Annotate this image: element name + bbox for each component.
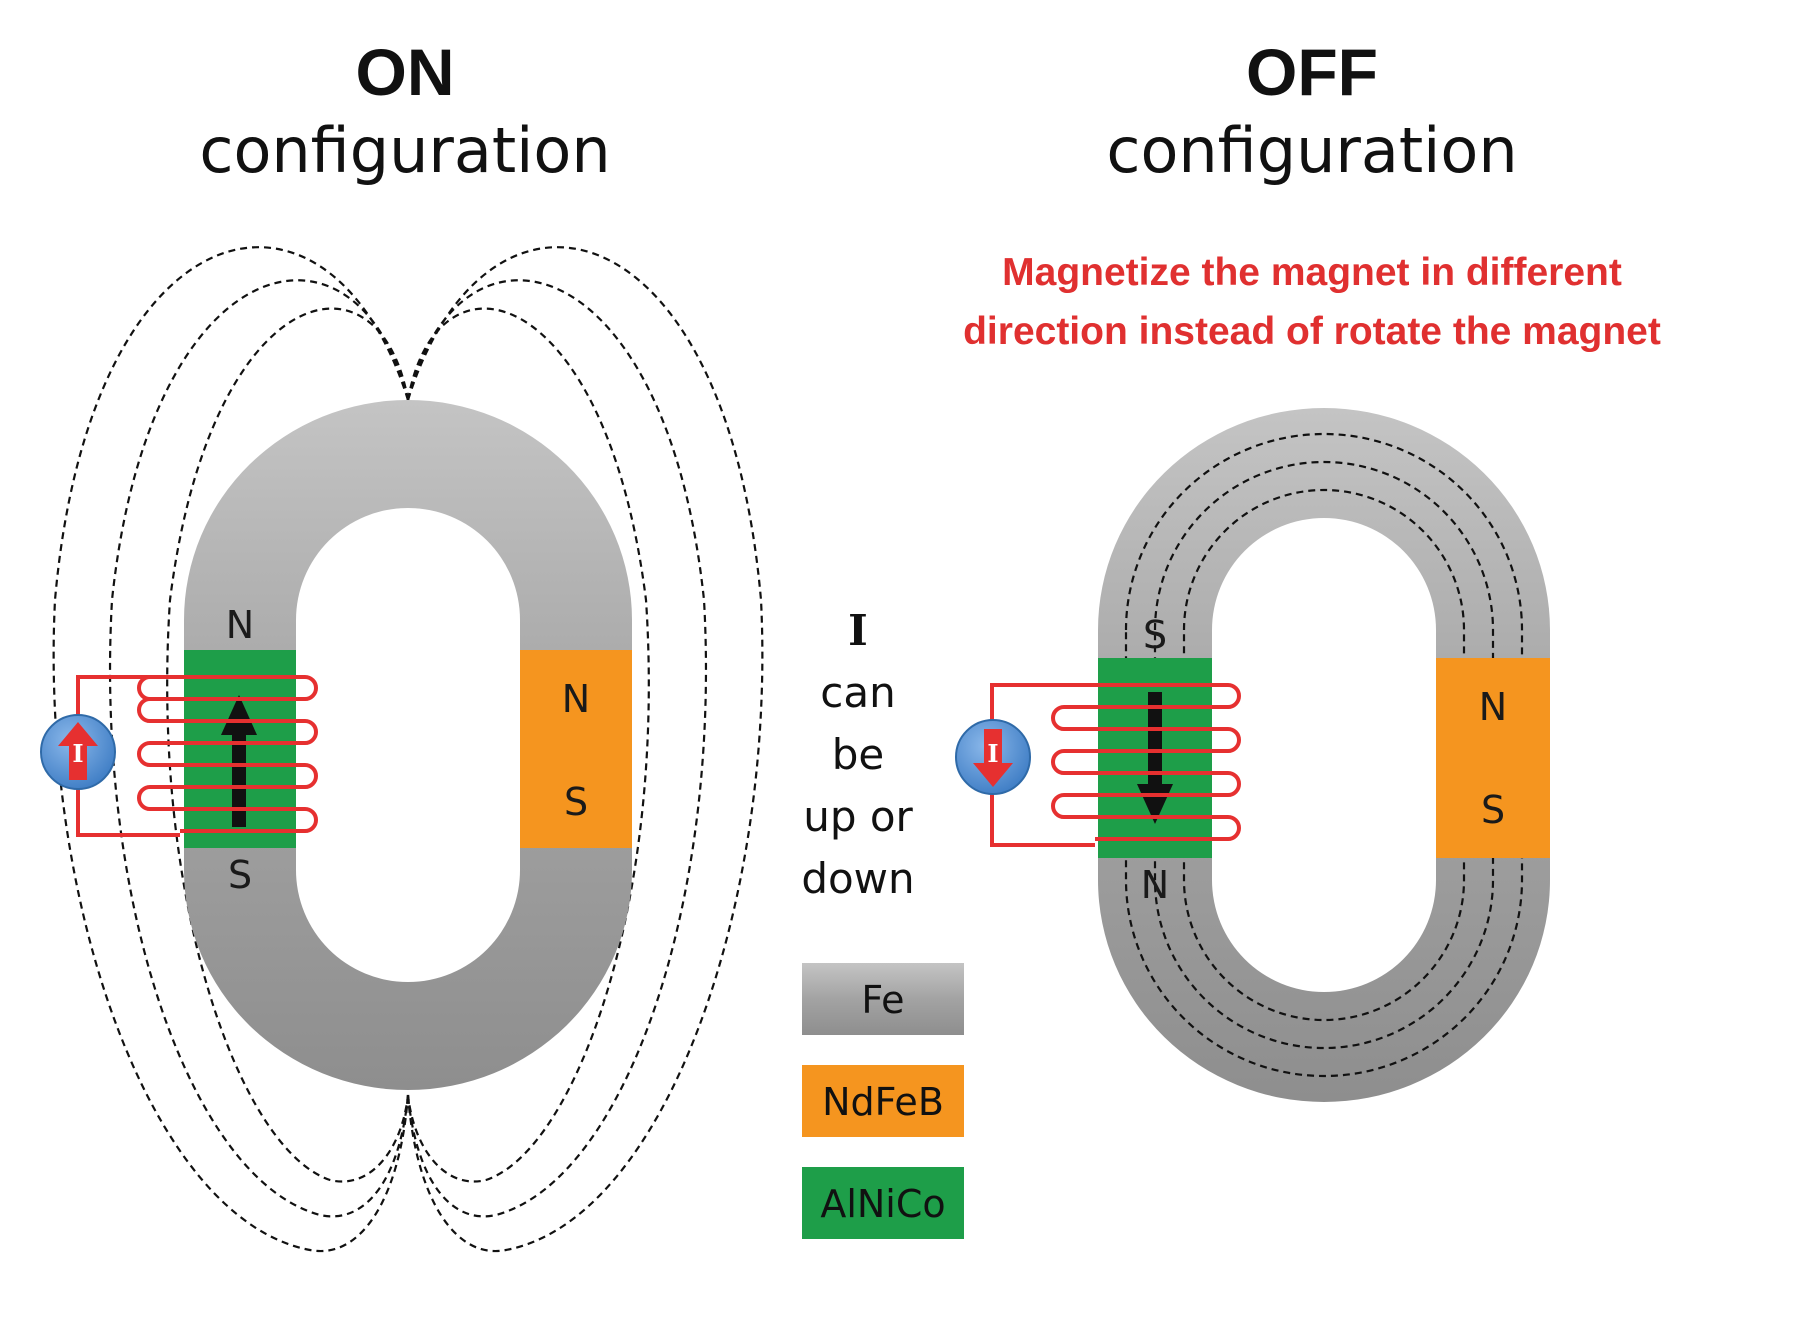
on-field-lines — [52, 246, 764, 1253]
off-current-down-arrow-icon — [973, 729, 1013, 787]
off-note-line-1: Magnetize the magnet in different — [1002, 251, 1622, 294]
on-current-source: I — [40, 714, 116, 790]
current-note-line-4: up or — [803, 792, 913, 841]
on-ndfeb-south-label: S — [564, 780, 588, 824]
legend-label-ndfeb: NdFeB — [822, 1080, 944, 1124]
off-ndfeb-north-label: N — [1479, 685, 1507, 729]
on-title: ON — [356, 35, 455, 109]
on-current-label: I — [72, 739, 83, 768]
current-note-line-3: be — [832, 730, 885, 779]
legend-label-fe: Fe — [861, 978, 904, 1022]
legend-swatch-alnico — [802, 1167, 964, 1239]
off-subtitle: configuration — [1106, 114, 1517, 187]
legend-label-alnico: AlNiCo — [820, 1182, 945, 1226]
on-configuration: N S N S I — [40, 246, 764, 1253]
off-alnico-bottom-pole-label: N — [1141, 863, 1169, 907]
off-current-source: I — [955, 719, 1031, 795]
current-direction-note: I can be up or down — [801, 606, 914, 903]
current-note-line-2: can — [820, 668, 895, 717]
off-iron-yoke — [1098, 408, 1550, 1102]
current-note-line-5: down — [801, 854, 914, 903]
on-ndfeb-magnet — [520, 650, 632, 848]
on-alnico-bottom-pole-label: S — [228, 853, 252, 897]
off-title: OFF — [1246, 35, 1378, 109]
legend: Fe NdFeB AlNiCo — [802, 963, 964, 1239]
legend-swatch-fe — [802, 963, 964, 1035]
on-magnetization-arrow-up-icon — [221, 695, 257, 827]
legend-swatch-ndfeb — [802, 1065, 964, 1137]
off-internal-flux-lines — [1124, 432, 1524, 1078]
on-iron-yoke — [184, 400, 632, 1090]
off-ndfeb-magnet — [1436, 658, 1550, 858]
on-ndfeb-north-label: N — [562, 677, 590, 721]
on-subtitle: configuration — [199, 114, 610, 187]
on-current-up-arrow-icon — [58, 722, 98, 780]
off-note-line-2: direction instead of rotate the magnet — [963, 310, 1661, 353]
off-configuration: N S S N I — [955, 408, 1550, 1102]
on-alnico-top-pole-label: N — [226, 603, 254, 647]
current-note-line-1: I — [848, 606, 868, 655]
off-current-label: I — [987, 739, 998, 768]
off-alnico-top-pole-label: S — [1143, 613, 1167, 657]
off-ndfeb-south-label: S — [1481, 788, 1505, 832]
off-coil — [1051, 683, 1241, 841]
on-coil — [137, 675, 318, 833]
